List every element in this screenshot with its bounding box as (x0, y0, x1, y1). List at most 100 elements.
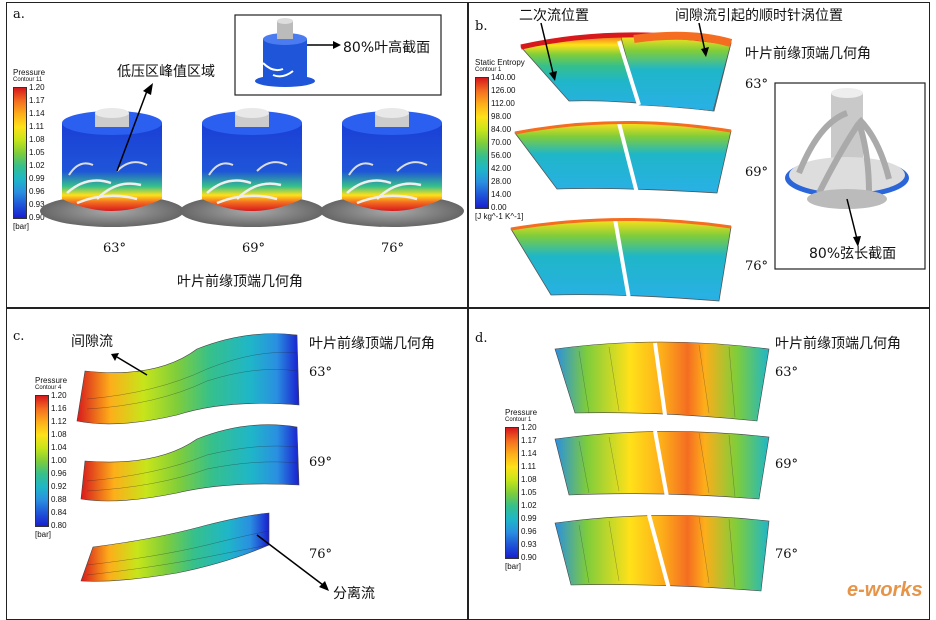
panel-d-graphics (554, 341, 770, 592)
angle-69-label: 69° (309, 455, 333, 470)
impeller-63-icon (40, 108, 184, 227)
legend-tick: 0.96 (521, 527, 537, 536)
panel-b-legend-unit: [J kg^-1 K^-1] (475, 212, 524, 221)
legend-tick: 1.17 (29, 96, 45, 105)
legend-tick: 126.00 (491, 86, 516, 95)
angle-69-label: 69° (775, 457, 799, 472)
inset-impeller-icon (255, 18, 315, 87)
blade-69 (80, 424, 300, 502)
legend-tick: 1.11 (521, 462, 536, 471)
legend-tick: 0.90 (521, 553, 537, 562)
separation-flow-label: 分离流 (333, 586, 375, 602)
legend-tick: 0.88 (51, 495, 67, 504)
legend-tick: 1.02 (29, 161, 45, 170)
legend-tick: 1.20 (29, 83, 45, 92)
inset-label: 80%叶高截面 (343, 40, 431, 56)
panel-a-caption: 叶片前缘顶端几何角 (177, 274, 303, 290)
angle-76-label: 76° (775, 547, 799, 562)
angle-63-label: 63° (775, 365, 799, 380)
angle-76-label: 76° (381, 241, 405, 256)
panel-a-tag: a. (13, 7, 25, 22)
legend-tick: 0.80 (51, 521, 67, 530)
panel-d-tag: d. (475, 331, 488, 346)
panel-c-legend-unit: [bar] (35, 530, 52, 539)
legend-tick: 0.96 (51, 469, 67, 478)
legend-tick: 1.08 (51, 430, 67, 439)
angle-63-label: 63° (309, 365, 333, 380)
angle-69-label: 69° (242, 241, 266, 256)
legend-tick: 0.92 (51, 482, 67, 491)
impeller-76-icon (320, 108, 464, 227)
legend-tick: 1.00 (51, 456, 67, 465)
panel-a-legend-bar (13, 87, 27, 219)
legend-tick: 1.12 (51, 417, 67, 426)
panel-d-legend-title: Pressure (505, 408, 538, 417)
legend-tick: 98.00 (491, 112, 512, 121)
legend-tick: 0.96 (29, 187, 45, 196)
panel-c-tag: c. (13, 329, 25, 344)
peak-label: 低压区峰值区域 (117, 64, 215, 80)
chord-label: 80%弦长截面 (809, 246, 897, 262)
legend-tick: 28.00 (491, 177, 512, 186)
panel-c-legend-bar (35, 395, 49, 527)
blade-76 (80, 512, 270, 582)
panel-b-legend-title: Static Entropy (475, 58, 525, 67)
angle-63-label: 63° (103, 241, 127, 256)
panel-a-legend-sub: Contour 11 (13, 77, 43, 83)
legend-tick: 42.00 (491, 164, 512, 173)
legend-tick: 0.99 (29, 174, 45, 183)
legend-tick: 1.11 (29, 122, 44, 131)
vortex-label: 间隙流引起的顺时针涡位置 (675, 8, 843, 24)
legend-tick: 84.00 (491, 125, 512, 134)
panel-b-caption: 叶片前缘顶端几何角 (745, 46, 871, 62)
legend-tick: 112.00 (491, 99, 515, 108)
legend-tick: 1.05 (521, 488, 537, 497)
panel-b-graphics (510, 22, 926, 302)
legend-tick: 1.08 (521, 475, 537, 484)
legend-tick: 56.00 (491, 151, 512, 160)
legend-tick: 1.08 (29, 135, 45, 144)
legend-tick: 14.00 (491, 190, 512, 199)
panel-c-caption: 叶片前缘顶端几何角 (309, 336, 435, 352)
panel-b-tag: b. (475, 19, 488, 34)
legend-tick: 0.99 (521, 514, 537, 523)
panel-c: c. Pressure Contour 4 1.20 1.16 1.12 1.08 1.… (6, 308, 468, 620)
legend-tick: 0.00 (491, 203, 507, 212)
panel-d-caption: 叶片前缘顶端几何角 (775, 336, 901, 352)
legend-tick: 1.05 (29, 148, 45, 157)
panel-c-legend-sub: Contour 4 (35, 385, 62, 391)
secondary-flow-label: 二次流位置 (519, 8, 589, 24)
legend-tick: 1.02 (521, 501, 537, 510)
legend-tick: 1.16 (51, 404, 67, 413)
section-76 (554, 515, 770, 592)
impeller-69-icon (180, 108, 324, 227)
legend-tick: 1.20 (521, 423, 537, 432)
legend-tick: 1.17 (521, 436, 537, 445)
legend-tick: 0.90 (29, 213, 45, 222)
legend-tick: 1.20 (51, 391, 67, 400)
legend-tick: 0.84 (51, 508, 67, 517)
legend-tick: 70.00 (491, 138, 512, 147)
legend-tick: 0.93 (29, 200, 45, 209)
panel-a-legend-unit: [bar] (13, 222, 30, 231)
panel-b-legend-bar (475, 77, 489, 209)
angle-76-label: 76° (309, 547, 333, 562)
panel-b: b. Static Entropy Contour 1 140.00 126.00… (468, 2, 930, 308)
panel-a: a. Pressure Contour 11 1.20 1.17 1.14 1.11 1… (6, 2, 468, 308)
legend-tick: 0.93 (521, 540, 537, 549)
inset-impeller-gray-icon (785, 88, 909, 209)
panel-c-graphics (76, 333, 329, 591)
legend-tick: 1.04 (51, 443, 67, 452)
panel-b-legend-sub: Contour 1 (475, 67, 502, 73)
angle-76-label: 76° (745, 259, 769, 274)
panel-c-legend-title: Pressure (35, 376, 68, 385)
panel-a-legend-title: Pressure (13, 68, 46, 77)
panel-a-graphics (40, 14, 464, 227)
gap-flow-label: 间隙流 (71, 334, 113, 350)
angle-63-label: 63° (745, 77, 769, 92)
angle-69-label: 69° (745, 165, 769, 180)
legend-tick: 140.00 (491, 73, 516, 82)
legend-tick: 1.14 (29, 109, 45, 118)
watermark-logo: e-works (847, 579, 923, 601)
